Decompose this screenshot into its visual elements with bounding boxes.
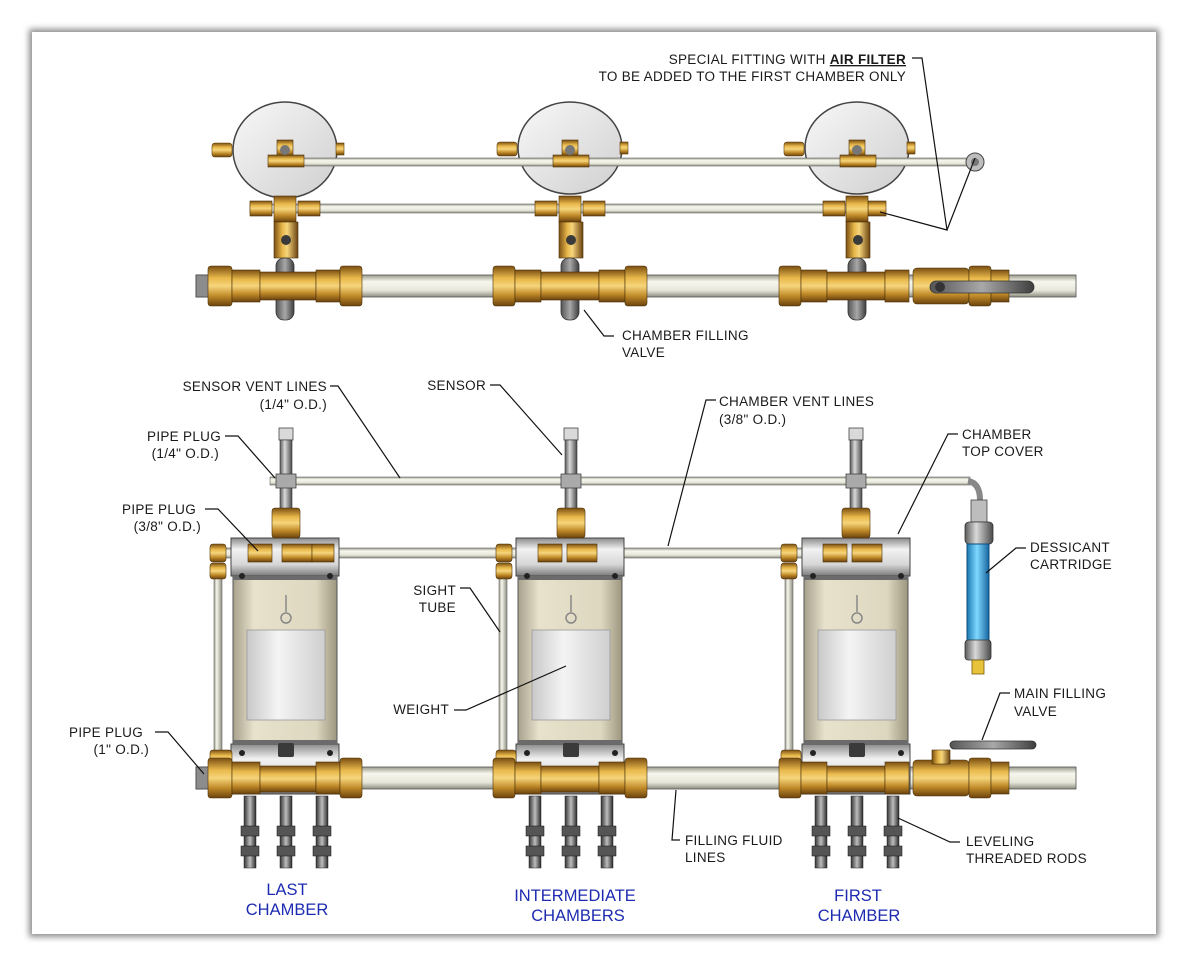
sensor-vent-lines-label-2: (1/4" O.D.) [260,397,327,412]
filling-fluid-lines-label-2: LINES [685,850,726,865]
last-chamber-caption-2: CHAMBER [246,901,329,919]
weight-label: WEIGHT [393,702,449,717]
pipe-plug-one-inch-label: PIPE PLUG [69,725,143,740]
callout-labels: SPECIAL FITTING WITH AIR FILTER TO BE AD… [69,52,1112,866]
chamber-vent-lines-label: CHAMBER VENT LINES [719,394,874,409]
main-filling-valve-label-2: VALVE [1014,704,1057,719]
brass-fittings [207,507,1010,799]
pipe-plug-quarter-label-2: (1/4" O.D.) [152,446,219,461]
front-view-assembly [195,427,1077,869]
sensor-label: SENSOR [427,378,486,393]
pipe-plug-quarter-label: PIPE PLUG [147,429,221,444]
first-chamber-caption-2: CHAMBER [818,907,901,925]
pipe-plug-three-eighths-label: PIPE PLUG [122,502,196,517]
chamber-filling-valve-label-2: VALVE [622,345,665,360]
dessicant-cartridge-label: DESSICANT [1030,540,1110,555]
main-filling-valve [931,740,1037,765]
chamber-top-cover-label: CHAMBER [962,427,1032,442]
pipe-plug-one-inch-label-2: (1" O.D.) [94,742,150,757]
special-fitting-label: SPECIAL FITTING WITH AIR FILTER [669,52,906,67]
sight-tube-label: SIGHT [413,583,456,598]
first-chamber-caption: FIRST [834,887,882,905]
pipe-plug-three-eighths-label-2: (3/8" O.D.) [134,519,201,534]
main-filling-valve-label: MAIN FILLING [1014,686,1106,701]
sensor [275,427,867,511]
dessicant-cartridge [964,499,994,675]
chamber-vent-lines-label-2: (3/8" O.D.) [719,412,786,427]
chamber-top-cover-label-2: TOP COVER [962,444,1044,459]
weight [246,629,326,721]
filling-fluid-lines-label: FILLING FLUID [685,833,783,848]
sensor-vent-lines-label: SENSOR VENT LINES [183,379,327,394]
last-chamber-caption: LAST [266,881,307,899]
leveling-threaded-rods [240,795,903,869]
intermediate-chambers-caption-2: CHAMBERS [531,907,625,925]
leveling-rods-label: LEVELING [966,834,1034,849]
leveling-rods-label-2: THREADED RODS [966,851,1087,866]
dessicant-cartridge-label-2: CARTRIDGE [1030,557,1112,572]
chamber-filling-valve-label: CHAMBER FILLING [622,328,749,343]
intermediate-chambers-caption: INTERMEDIATE [514,887,636,905]
special-fitting-label-2: TO BE ADDED TO THE FIRST CHAMBER ONLY [599,69,906,84]
sight-tube-label-2: TUBE [419,600,456,615]
top-view-assembly [195,101,1077,321]
leader-lines [155,57,1026,843]
chamber-captions: LAST CHAMBER INTERMEDIATE CHAMBERS FIRST… [246,881,901,925]
